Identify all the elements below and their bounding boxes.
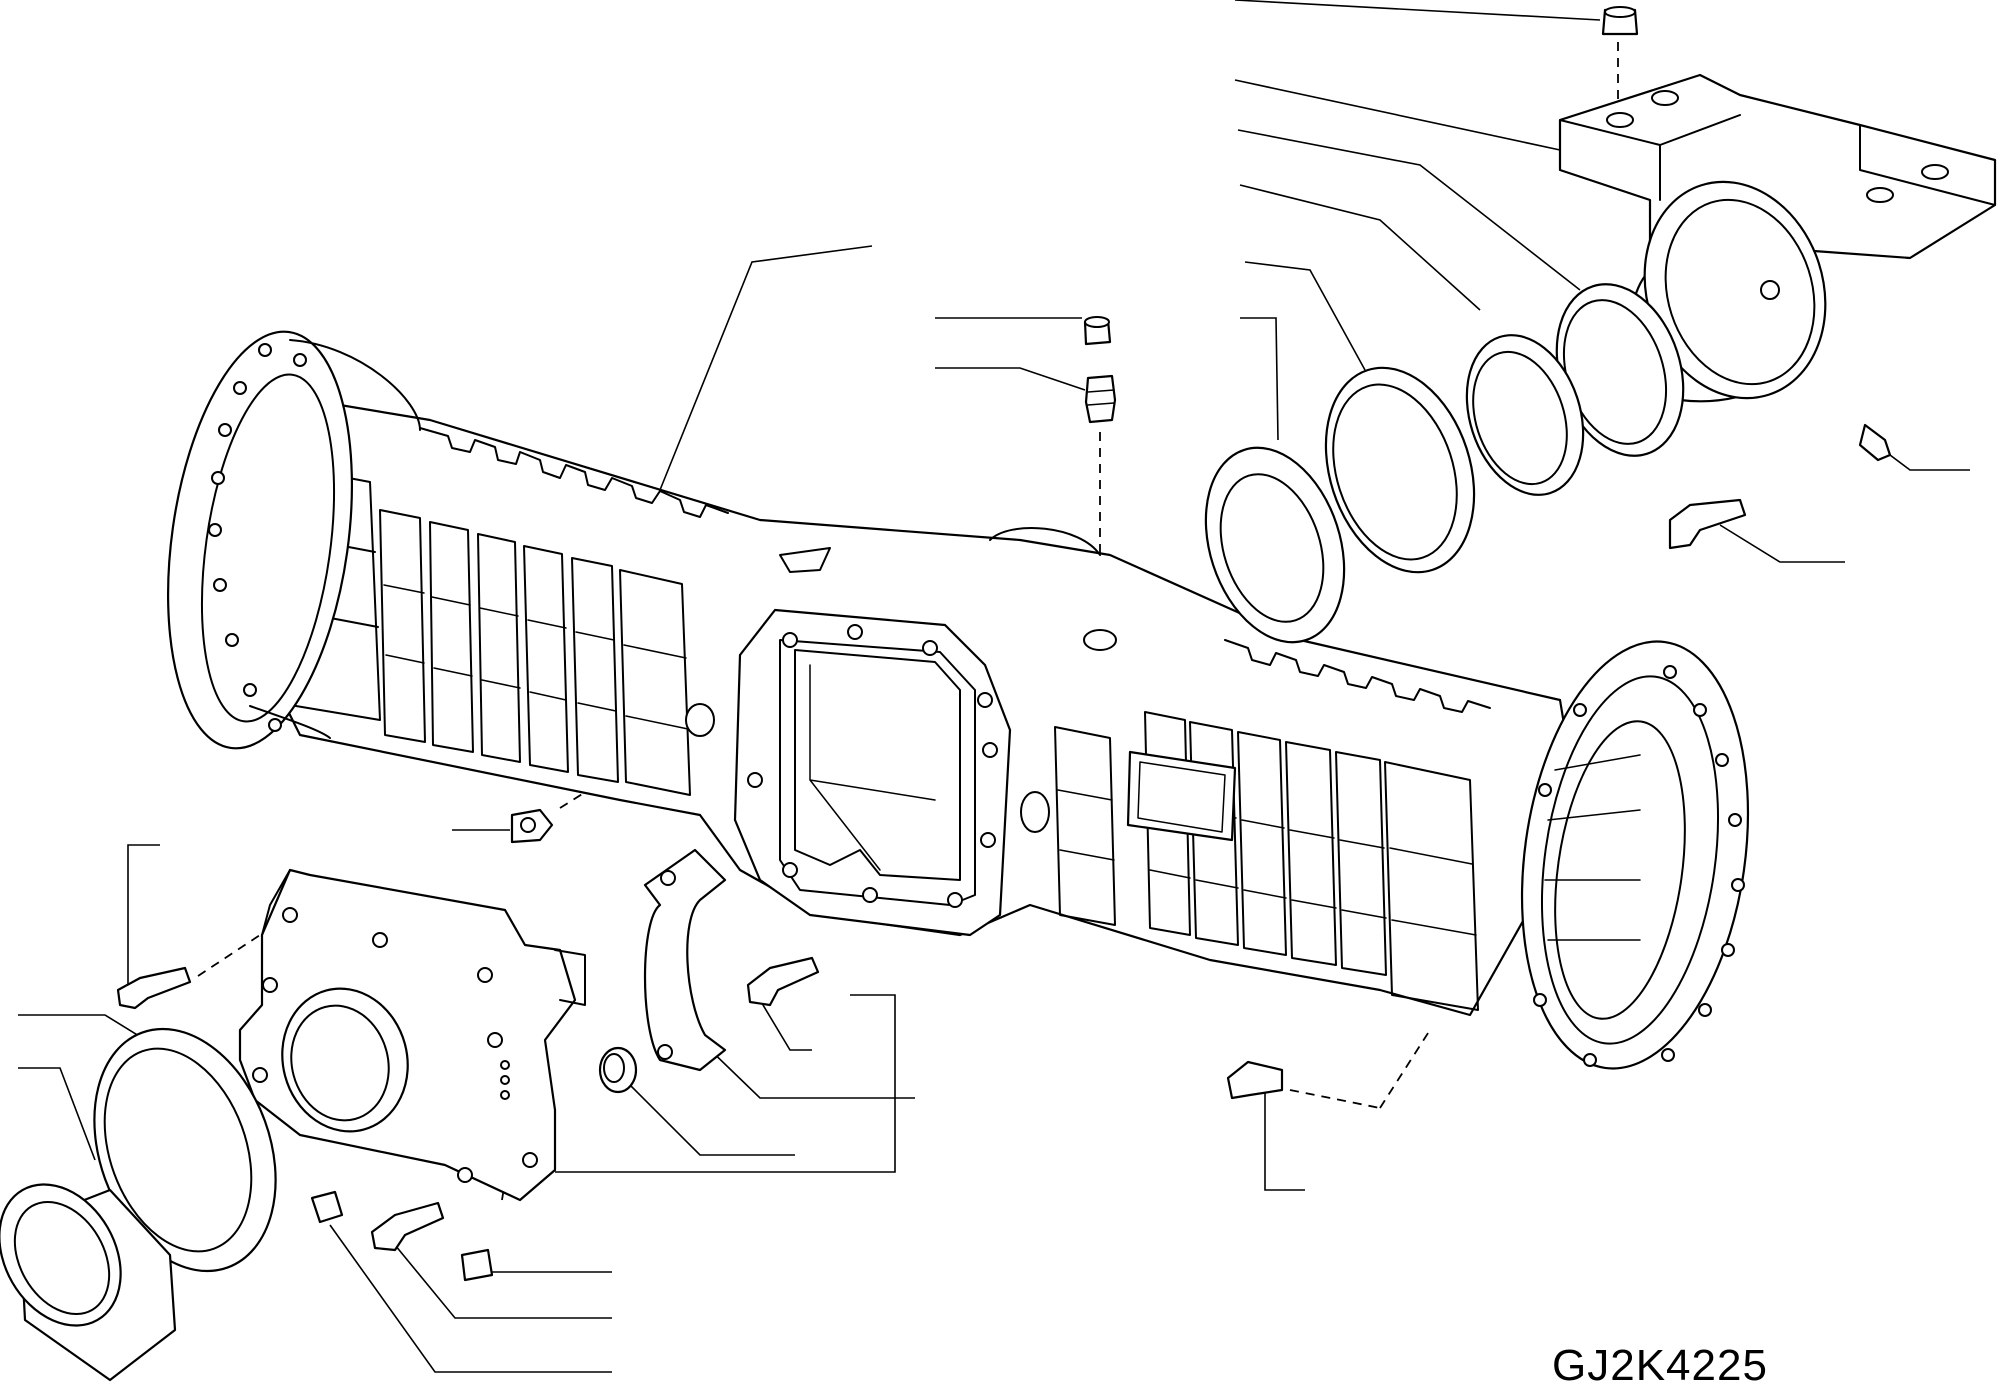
leader-screw-low [395, 1245, 612, 1318]
nameplate [1128, 752, 1235, 840]
small-bush [600, 1048, 636, 1092]
grease-nipple-part [1860, 425, 1890, 460]
breather-port [1084, 630, 1116, 650]
bracket-screw [1670, 500, 1745, 548]
screw-right [1228, 1062, 1282, 1098]
drain-plug [512, 810, 552, 842]
top-boss [990, 528, 1100, 555]
screw-low [372, 1203, 443, 1250]
dowel [462, 1250, 492, 1280]
leader-bracket-screw [1720, 525, 1845, 562]
screws [118, 958, 1282, 1280]
leader-seal-ring [1245, 262, 1365, 370]
rib-comb-right [1225, 640, 1490, 712]
left-wheel-flange [144, 320, 420, 760]
cover-assembly [240, 870, 585, 1200]
leader-bushing-low [18, 1068, 95, 1160]
leader-breather [935, 368, 1085, 390]
screw-left [118, 968, 190, 1008]
leader-top-spacer [1235, 0, 1600, 20]
leader-thrust-washer [1240, 318, 1278, 440]
side-boss [1021, 792, 1049, 832]
right-flange-holes [1534, 666, 1744, 1066]
fins-left [280, 465, 690, 795]
diff-window [795, 650, 960, 880]
leader-half-shell [700, 1040, 915, 1098]
leader-screw-mid [760, 1000, 812, 1050]
leader-pivot-bracket [1235, 80, 1560, 150]
leader-plug-low [330, 1225, 612, 1372]
breather [1086, 376, 1115, 422]
left-flange-holes [209, 344, 306, 731]
bushings-upper [1182, 268, 1704, 660]
leader-screw-right [1265, 1090, 1305, 1190]
leader-cover-group [555, 995, 895, 1172]
leader-axle-housing [660, 246, 872, 490]
bushing-medium [1447, 320, 1602, 510]
drain-port [686, 704, 714, 736]
dash-screw-housing-b [1380, 1030, 1430, 1108]
leader-small-bush [630, 1085, 795, 1155]
axle-housing [265, 395, 1580, 1015]
small-top-parts [1085, 7, 1745, 548]
leader-screw-left [128, 845, 160, 985]
fins-right [1055, 712, 1478, 1010]
right-wheel-flange [1496, 627, 1774, 1083]
diff-flange [735, 610, 1010, 935]
diff-bolt-holes [748, 625, 997, 907]
seal-ring [1301, 349, 1499, 592]
large-washer [62, 1003, 307, 1296]
rib-comb-left [420, 428, 728, 517]
dash-screw-housing [1290, 1090, 1380, 1108]
pivot-bracket [1560, 75, 1995, 460]
drawing-code-label: GJ2K4225 [1552, 1341, 1768, 1390]
dash-screw-cover [198, 935, 260, 976]
leader-bushing-a [1238, 130, 1580, 290]
half-shell [645, 850, 725, 1070]
screw-mid [748, 958, 818, 1005]
lower-bushing [0, 1163, 175, 1380]
plug-low [312, 1192, 342, 1222]
leader-bushing-b [1240, 185, 1480, 310]
